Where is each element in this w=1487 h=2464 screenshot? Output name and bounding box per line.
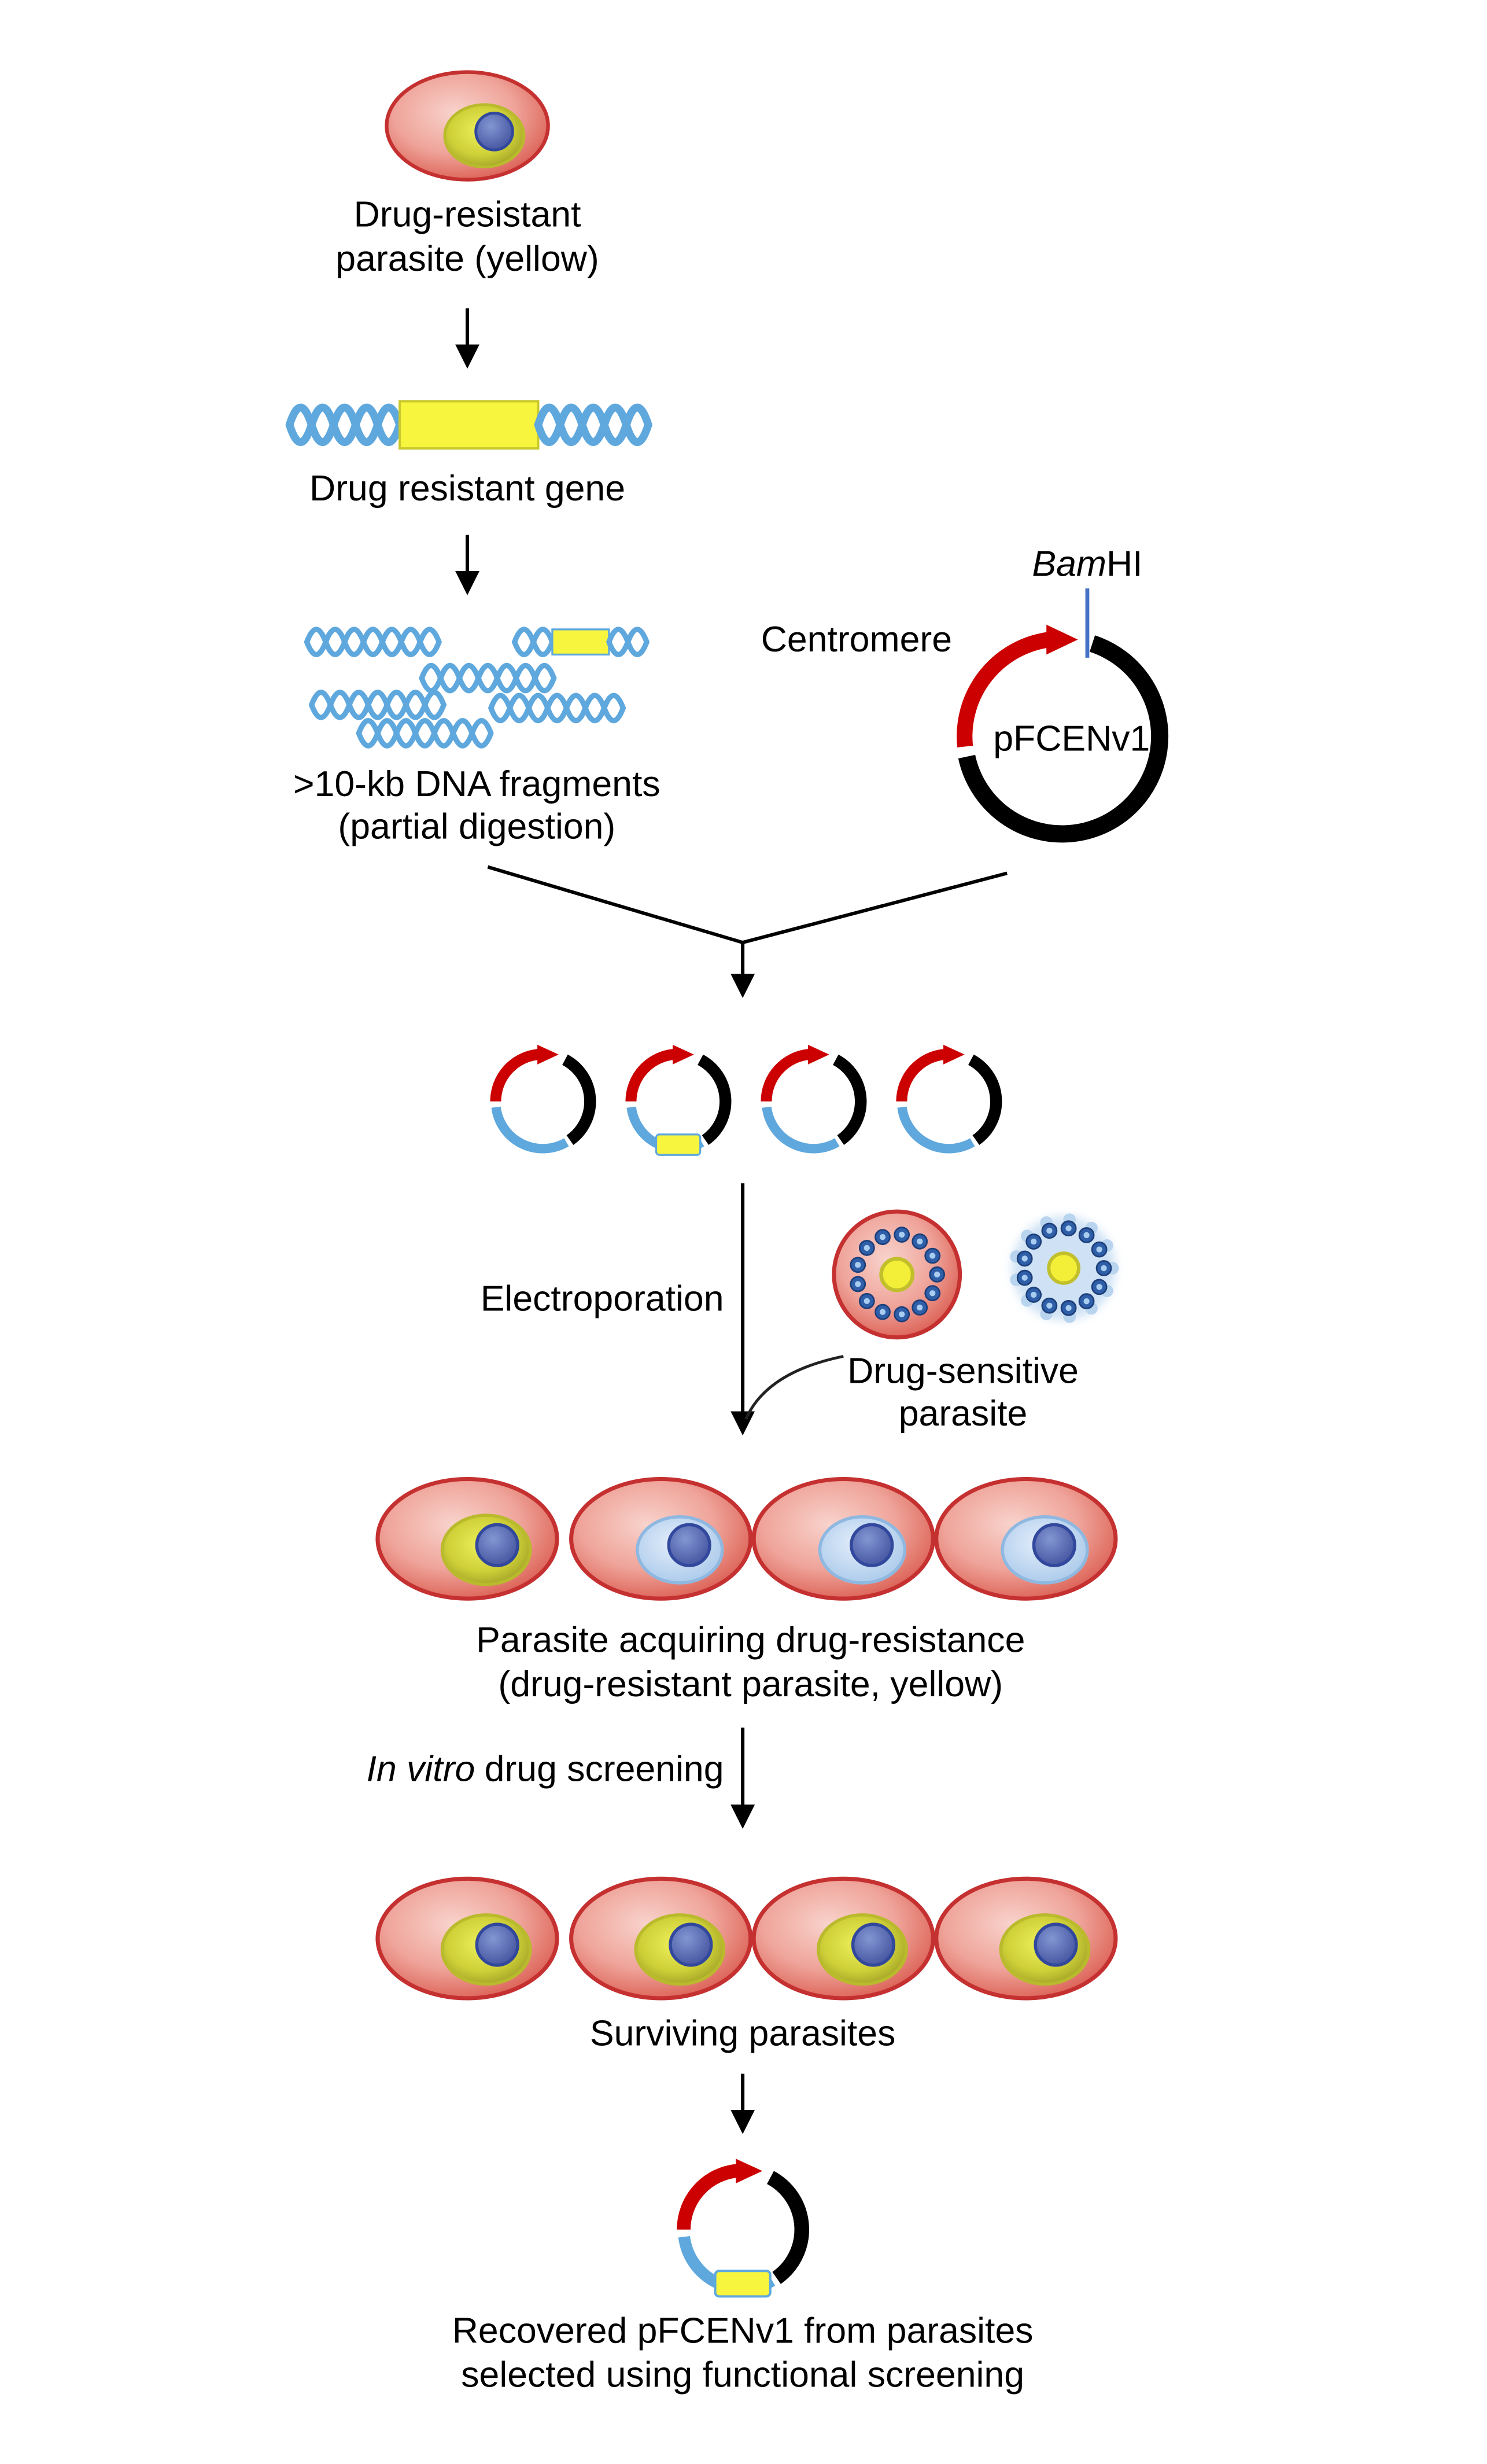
drug-resistant-parasite-icon	[386, 72, 548, 180]
converge-connector	[487, 865, 1008, 999]
surviving-caption: Surviving parasites	[590, 2013, 896, 2054]
library-plasmid-icon	[902, 1045, 996, 1149]
sensitive-parasite-connector	[744, 1354, 844, 1420]
drug-resistant-gene-icon	[290, 400, 648, 450]
fragment-with-gene-icon	[515, 629, 647, 655]
electroporation-label: Electroporation	[481, 1278, 724, 1318]
pfcenv1-plasmid-icon: BamHI Centromere pFCENv1	[761, 543, 1169, 843]
surviving-parasite-icon	[378, 1879, 557, 1998]
recovered-caption-line2: selected using functional screening	[461, 2355, 1024, 2395]
sensitive-parasite-icon	[936, 1479, 1116, 1599]
acquiring-caption-line2: (drug-resistant parasite, yellow)	[498, 1664, 1003, 1704]
dna-fragments-icon	[307, 629, 647, 746]
surviving-parasite-icon	[754, 1879, 933, 1998]
library-plasmid-icon	[496, 1045, 590, 1149]
fragments-caption-line1: >10-kb DNA fragments	[293, 764, 661, 804]
library-plasmid-icon	[766, 1045, 861, 1149]
sensitive-parasite-icon	[571, 1479, 751, 1599]
acquiring-caption-line1: Parasite acquiring drug-resistance	[476, 1620, 1025, 1660]
resistant-parasite-caption-line1: Drug-resistant	[354, 194, 581, 235]
food-vacuole-icon	[879, 1257, 915, 1292]
acquiring-parasite-row	[378, 1479, 1116, 1599]
gene-box-icon	[398, 400, 540, 450]
resistant-parasite-caption-line2: parasite (yellow)	[335, 238, 599, 279]
plasmid-library-icons	[496, 1045, 996, 1155]
recovered-caption-line1: Recovered pFCENv1 from parasites	[452, 2311, 1034, 2351]
bamhi-label: BamHI	[1032, 543, 1142, 584]
centromere-arrowhead-icon	[1046, 624, 1078, 655]
surviving-parasite-row	[378, 1879, 1116, 1998]
library-plasmid-with-insert-icon	[631, 1045, 725, 1155]
sensitive-caption-line1: Drug-sensitive	[847, 1351, 1079, 1391]
sensitive-caption-line2: parasite	[899, 1393, 1028, 1434]
resistant-parasite-icon	[378, 1479, 557, 1599]
surviving-parasite-icon	[936, 1879, 1116, 1998]
surviving-parasite-icon	[571, 1879, 751, 1998]
centromere-arc	[957, 631, 1051, 747]
recovered-plasmid-icon	[684, 2159, 802, 2296]
plasmid-name-label: pFCENv1	[993, 718, 1150, 758]
fragments-caption-line2: (partial digestion)	[338, 806, 615, 847]
plasmid-backbone-arc	[958, 635, 1169, 843]
centromere-label: Centromere	[761, 619, 952, 660]
sensitive-parasite-icon	[754, 1479, 933, 1599]
gene-caption: Drug resistant gene	[309, 468, 625, 509]
free-merozoites-icon	[1010, 1213, 1119, 1323]
drug-sensitive-schizont-icon	[832, 1209, 962, 1340]
